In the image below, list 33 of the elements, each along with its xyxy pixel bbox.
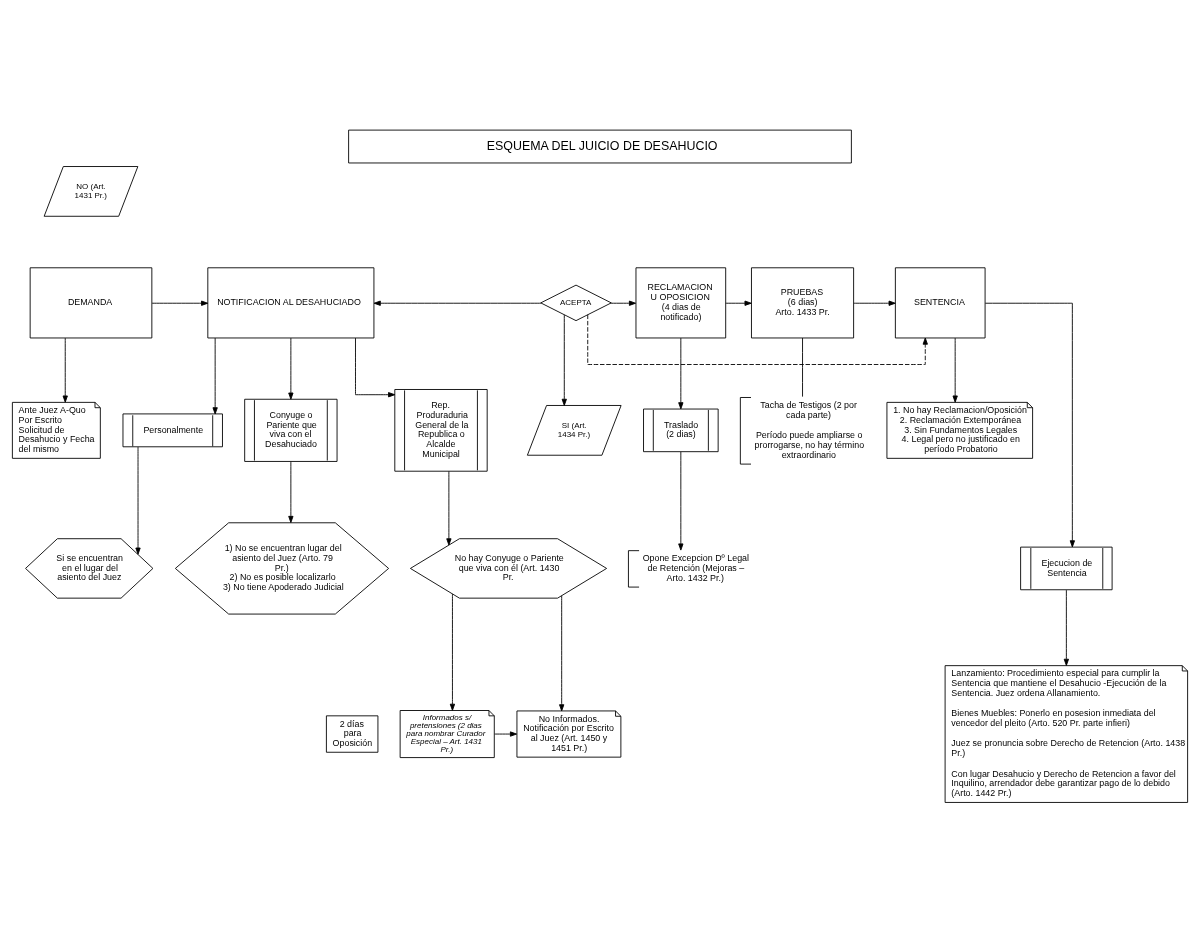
arrow bbox=[610, 300, 637, 306]
arrow bbox=[678, 337, 684, 409]
node-box: DEMANDA bbox=[29, 266, 153, 338]
arrow bbox=[853, 300, 896, 306]
arrow bbox=[288, 460, 294, 523]
arrow bbox=[62, 337, 68, 403]
arrow bbox=[288, 337, 294, 400]
node-box: NOTIFICACION AL DESAHUCIADO bbox=[207, 266, 375, 338]
arrow bbox=[355, 337, 396, 397]
arrow bbox=[587, 313, 928, 365]
node-box: 2 días para Oposición bbox=[325, 714, 379, 753]
arrow bbox=[494, 730, 518, 737]
arrow bbox=[984, 302, 1075, 547]
arrow bbox=[135, 446, 141, 555]
arrow bbox=[449, 593, 456, 711]
arrow bbox=[373, 300, 542, 306]
node-box: SENTENCIA bbox=[894, 266, 986, 338]
node-box: RECLAMACION U OPOSICION (4 dias de notificado) bbox=[635, 266, 727, 338]
arrow bbox=[446, 470, 452, 545]
node-text: Tacha de Testigos (2 por cada parte) Período puede ampliarse o prorrogarse, no hay término extraordinario bbox=[754, 399, 865, 460]
arrow bbox=[1063, 589, 1069, 666]
connector bbox=[802, 337, 803, 397]
node-diamond: ACEPTA bbox=[540, 284, 612, 321]
arrow bbox=[212, 337, 218, 414]
node-text: Opone Excepcion Dº Legal de Retención (Mejoras – Arto. 1432 Pr.) bbox=[642, 552, 749, 583]
node-box: PRUEBAS (6 dias) Arto. 1433 Pr. bbox=[751, 266, 855, 338]
arrow bbox=[678, 451, 684, 551]
arrow bbox=[725, 300, 752, 306]
diagram-title: ESQUEMA DEL JUICIO DE DESAHUCIO bbox=[486, 138, 718, 153]
arrow bbox=[952, 337, 958, 403]
arrow bbox=[561, 313, 567, 406]
arrow bbox=[559, 594, 565, 711]
arrow bbox=[151, 300, 209, 306]
